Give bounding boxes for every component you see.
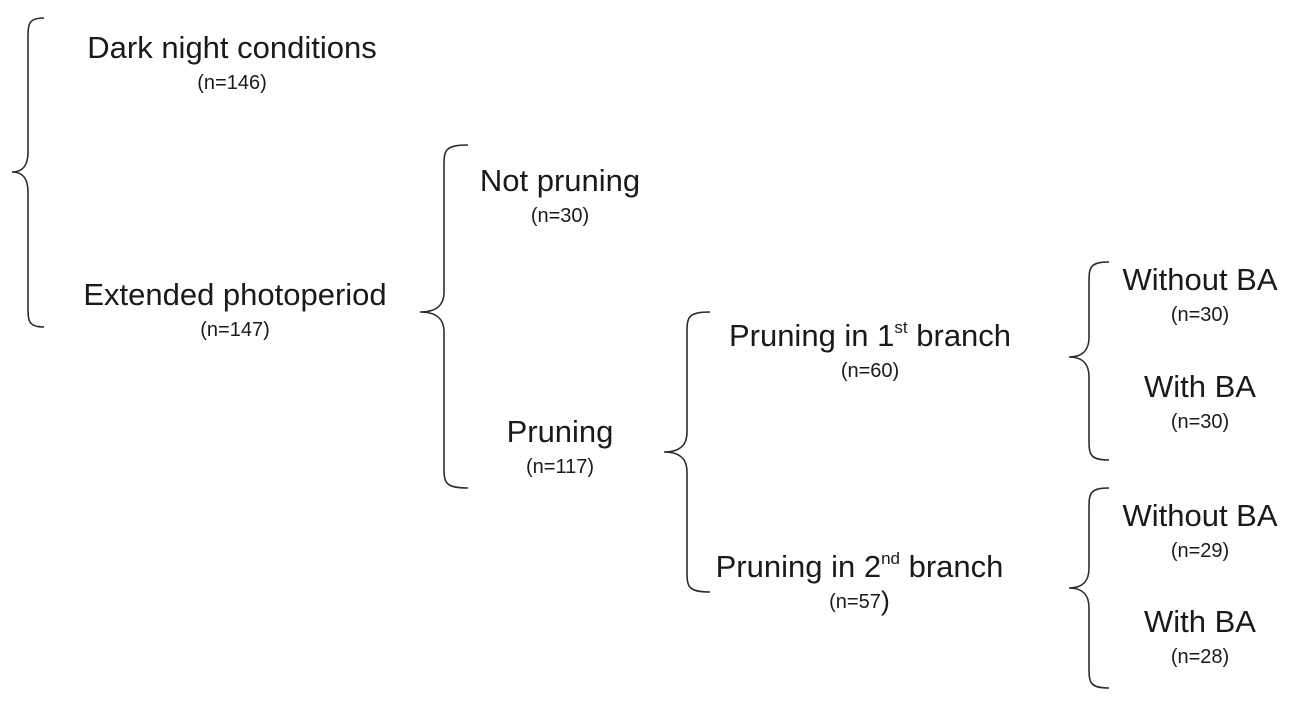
node-extended-photoperiod: Extended photoperiod (n=147) bbox=[60, 277, 410, 343]
ordinal-suffix: nd bbox=[881, 549, 900, 568]
node-label: Without BA bbox=[1122, 262, 1278, 297]
node-label: Without BA bbox=[1122, 498, 1278, 533]
label-post: branch bbox=[907, 318, 1012, 353]
node-label: Pruning bbox=[506, 414, 614, 449]
brace-extended bbox=[419, 144, 469, 489]
node-1st-with-ba: With BA (n=30) bbox=[1115, 369, 1285, 435]
count-close-paren: ) bbox=[880, 586, 890, 616]
node-label: Extended photoperiod bbox=[83, 277, 387, 312]
node-label: With BA bbox=[1144, 604, 1256, 639]
ordinal-suffix: st bbox=[894, 318, 908, 337]
node-2nd-with-ba: With BA (n=28) bbox=[1115, 604, 1285, 670]
node-count: (n=30) bbox=[1170, 411, 1230, 433]
node-count: (n=30) bbox=[530, 205, 590, 227]
brace-root bbox=[11, 17, 45, 328]
node-label: With BA bbox=[1144, 369, 1256, 404]
node-pruning: Pruning (n=117) bbox=[480, 414, 640, 480]
node-pruning-2nd-branch: Pruning in 2nd branch (n=57) bbox=[692, 549, 1027, 615]
label-post: branch bbox=[899, 549, 1004, 584]
node-count: (n=60) bbox=[840, 360, 900, 382]
node-dark-night: Dark night conditions (n=146) bbox=[62, 30, 402, 96]
node-count: (n=147) bbox=[200, 319, 270, 341]
node-label: Not pruning bbox=[479, 163, 641, 198]
brace-pruning-2nd bbox=[1068, 487, 1110, 689]
node-count: (n=28) bbox=[1170, 646, 1230, 668]
node-count: (n=29) bbox=[1170, 540, 1230, 562]
node-label: Pruning in 1st branch bbox=[705, 318, 1035, 354]
node-not-pruning: Not pruning (n=30) bbox=[460, 163, 660, 229]
node-pruning-1st-branch: Pruning in 1st branch (n=60) bbox=[705, 318, 1035, 384]
node-count: (n=117) bbox=[525, 456, 594, 478]
count-text: (n=57 bbox=[829, 591, 881, 613]
node-label: Dark night conditions bbox=[87, 30, 377, 65]
brace-pruning bbox=[663, 311, 711, 593]
node-label: Pruning in 2nd branch bbox=[692, 549, 1027, 585]
node-count: (n=146) bbox=[197, 72, 267, 94]
node-count: (n=57) bbox=[692, 586, 1027, 616]
node-1st-without-ba: Without BA (n=30) bbox=[1105, 262, 1295, 328]
brace-pruning-1st bbox=[1068, 261, 1110, 461]
label-pre: Pruning in 1 bbox=[728, 318, 895, 353]
label-pre: Pruning in 2 bbox=[715, 549, 882, 584]
node-2nd-without-ba: Without BA (n=29) bbox=[1105, 498, 1295, 564]
node-count: (n=30) bbox=[1170, 304, 1230, 326]
